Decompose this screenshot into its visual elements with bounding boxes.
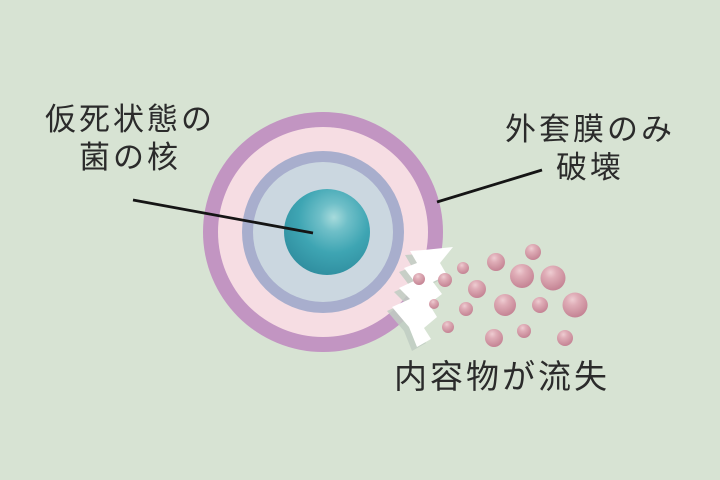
leaked-particle <box>525 244 541 260</box>
leaked-particle <box>459 302 473 316</box>
label-nucleus-line2: 菌の核 <box>79 140 181 175</box>
label-membrane-line1: 外套膜のみ <box>505 112 675 147</box>
leaked-particle <box>532 297 548 313</box>
membrane-leader-line <box>436 168 543 204</box>
leaked-particle <box>485 329 503 347</box>
leaked-particle <box>494 294 516 316</box>
leaked-particle <box>510 264 534 288</box>
label-leakage-text: 内容物が流失 <box>394 358 610 395</box>
leaked-particle <box>540 265 566 291</box>
label-membrane: 外套膜のみ 破壊 <box>478 111 702 187</box>
leaked-particle <box>413 273 425 285</box>
label-nucleus: 仮死状態の 菌の核 <box>22 101 238 177</box>
leaked-particle <box>442 321 454 333</box>
leaked-particle <box>429 299 439 309</box>
nucleus-leader-line <box>132 198 314 235</box>
leaked-particle <box>517 324 531 338</box>
membrane-rupture-burst-icon <box>392 247 453 347</box>
leaked-particle <box>438 273 452 287</box>
leaked-particle <box>487 253 505 271</box>
label-leakage: 内容物が流失 <box>376 358 628 395</box>
nucleus-sphere <box>284 189 370 275</box>
label-membrane-line2: 破壊 <box>556 150 624 185</box>
leaked-particle <box>468 280 486 298</box>
leaked-particles-group <box>413 244 588 347</box>
leaked-particle <box>557 330 573 346</box>
label-nucleus-line1: 仮死状態の <box>45 102 215 137</box>
leaked-particle <box>457 262 469 274</box>
leaked-particle <box>562 292 588 318</box>
